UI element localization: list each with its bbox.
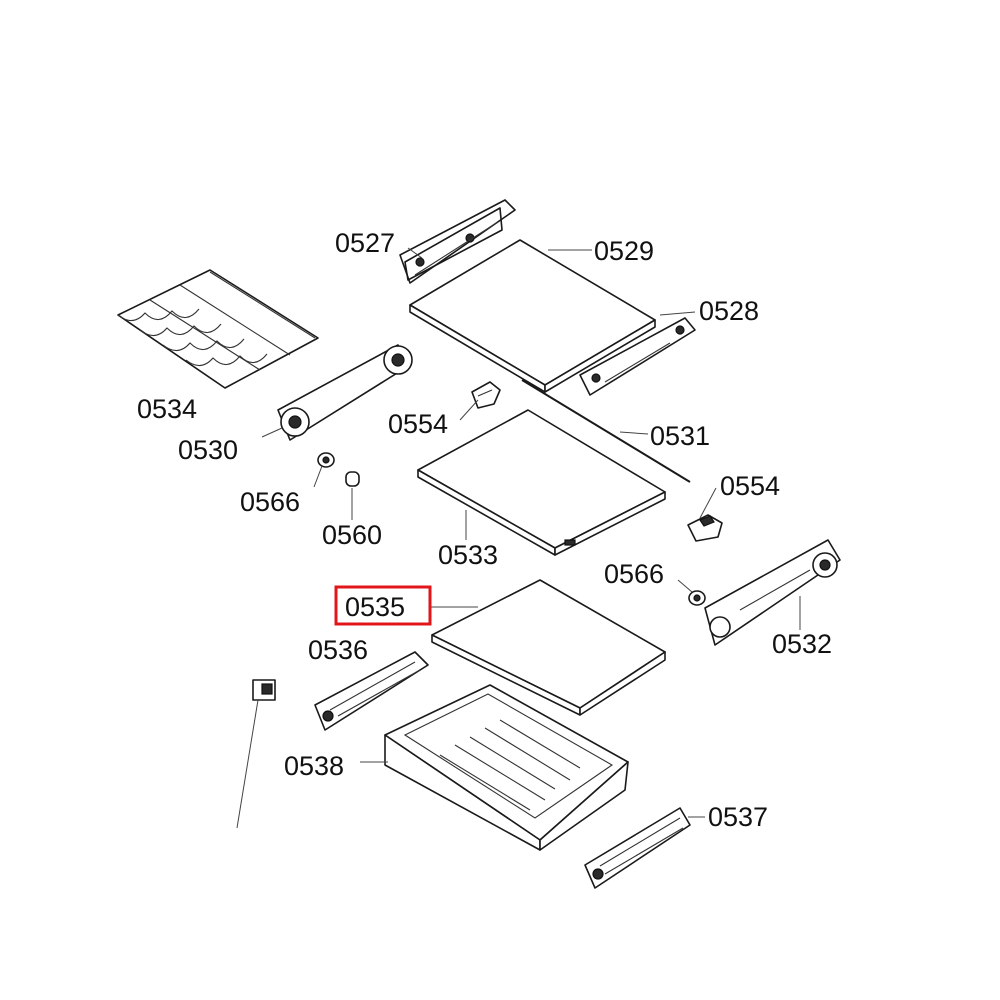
leader-lines — [261, 247, 801, 818]
label-0535[interactable]: 0535 — [345, 592, 405, 622]
part-0566-washer-right[interactable] — [688, 590, 706, 606]
part-0532-bracket[interactable] — [704, 539, 841, 646]
part-labels: 0527 0529 0528 0534 0530 0554 0531 0554 … — [137, 228, 832, 832]
part-0554-clip-upper[interactable] — [471, 381, 501, 409]
label-0554-upper[interactable]: 0554 — [388, 409, 448, 439]
label-0534[interactable]: 0534 — [137, 394, 197, 424]
part-0560-spacer[interactable] — [345, 471, 360, 487]
part-0529-shelf[interactable] — [409, 239, 656, 393]
label-0527[interactable]: 0527 — [335, 228, 395, 258]
label-0566-right[interactable]: 0566 — [604, 559, 664, 589]
part-0533-shelf[interactable] — [417, 409, 666, 556]
label-0536[interactable]: 0536 — [308, 635, 368, 665]
part-0566-washer-left[interactable] — [317, 452, 335, 468]
label-0533[interactable]: 0533 — [438, 540, 498, 570]
label-0528[interactable]: 0528 — [699, 296, 759, 326]
label-0530[interactable]: 0530 — [178, 435, 238, 465]
label-0532[interactable]: 0532 — [772, 629, 832, 659]
part-0534-wine-rack[interactable] — [117, 269, 319, 389]
label-0531[interactable]: 0531 — [650, 421, 710, 451]
label-0529[interactable]: 0529 — [594, 236, 654, 266]
highlight-box — [334, 585, 432, 626]
label-0566-left[interactable]: 0566 — [240, 487, 300, 517]
part-0537-rail[interactable] — [584, 807, 691, 889]
part-0528-bracket[interactable] — [579, 317, 696, 396]
latch-part[interactable] — [236, 679, 276, 829]
label-0554-lower[interactable]: 0554 — [720, 471, 780, 501]
label-0560[interactable]: 0560 — [322, 520, 382, 550]
part-0530-bracket[interactable] — [277, 344, 413, 441]
part-0536-rail[interactable] — [314, 651, 429, 731]
part-0531-rod[interactable] — [521, 379, 691, 483]
label-0537[interactable]: 0537 — [708, 802, 768, 832]
part-0538-drawer[interactable] — [384, 684, 629, 851]
part-0527-bracket[interactable] — [399, 199, 516, 284]
part-0535-shelf[interactable] — [431, 579, 666, 716]
label-0538[interactable]: 0538 — [284, 751, 344, 781]
part-0554-clip-lower[interactable] — [687, 514, 723, 542]
